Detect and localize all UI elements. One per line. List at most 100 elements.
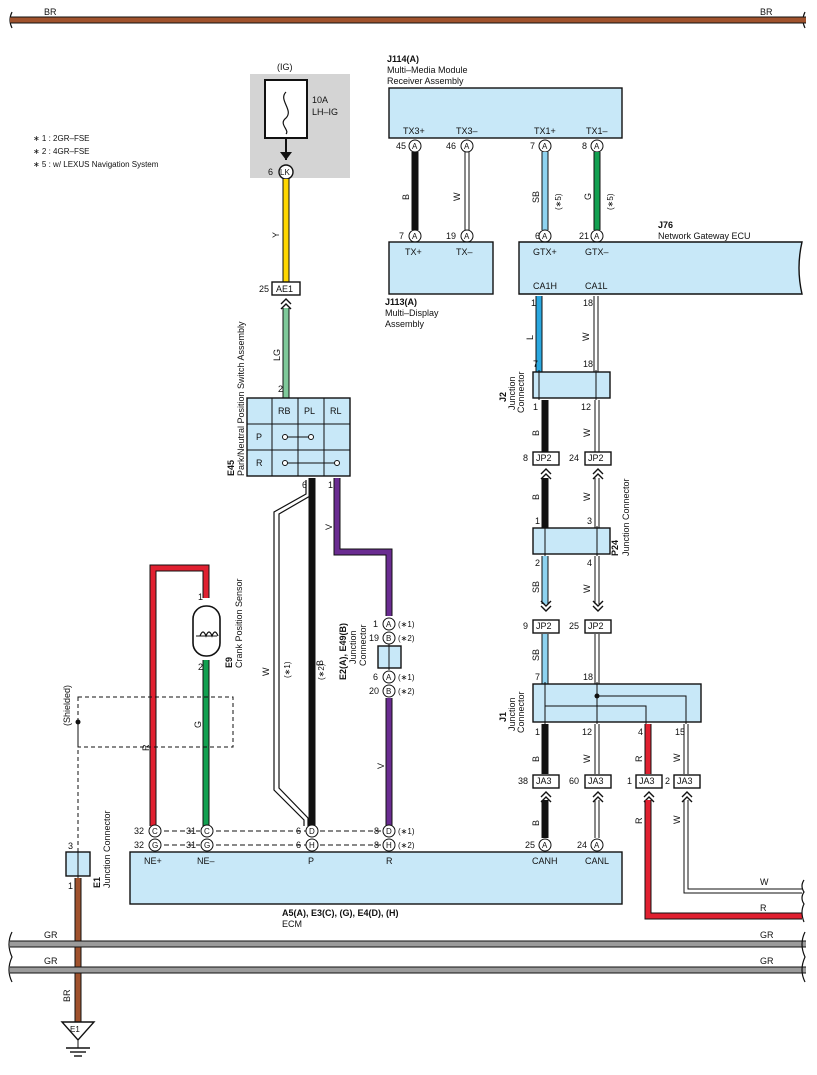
wire-w-j2-label: W <box>581 332 591 341</box>
j113-pin-19: 19 <box>446 231 456 241</box>
j114-term-tx1m: TX1– <box>586 126 608 136</box>
p24-pin-3: 3 <box>587 516 592 526</box>
wire-w-j1b <box>683 724 689 774</box>
jp2a-conn-24: JP2 <box>588 453 604 463</box>
wire-b-p24-label: B <box>531 494 541 500</box>
wire-w-tx3-label: W <box>452 192 462 201</box>
ecm-pins: 32 C 31 C 6 D 8 D (∗1) 32 G 31 G 6 H 8 H… <box>134 824 604 852</box>
e2-conn-19: B <box>386 634 391 643</box>
module-j76: J76 Network Gateway ECU 6 A 21 A GTX+ GT… <box>518 220 803 308</box>
ecm-term-nem: NE– <box>197 856 215 866</box>
gr2-left: GR <box>44 956 58 966</box>
wire-w-j1-top <box>594 634 600 684</box>
wire-w-p24-label: W <box>582 492 592 501</box>
wire-g-tx1-label: G <box>583 193 593 200</box>
e9-name: Crank Position Sensor <box>234 578 244 668</box>
wire-w-p24b-label: W <box>582 584 592 593</box>
ecm-code: A5(A), E3(C), (G), E4(D), (H) <box>282 908 399 918</box>
wire-b-tx3-label: B <box>401 194 411 200</box>
gr-buses: GR GR GR GR <box>8 930 806 983</box>
wire-r-exit-label: R <box>760 903 767 913</box>
wire-w-p: W (∗1) <box>261 480 311 826</box>
ecm-conn-24: A <box>594 841 600 850</box>
wire-v-top <box>333 478 393 616</box>
wire-w-ja3-label: W <box>672 815 682 824</box>
p24-code: P24 <box>610 540 620 556</box>
jp2b-conn-9: JP2 <box>536 621 552 631</box>
j1-pin-1: 1 <box>535 727 540 737</box>
ecm-term-p: P <box>308 856 314 866</box>
ecm-term-canl: CANL <box>585 856 609 866</box>
ecm-r1-pin-6: 6 <box>296 826 301 836</box>
wire-w-j2 <box>593 296 599 372</box>
e2-note-20: (∗2) <box>398 687 415 696</box>
wire-b-j2-label: B <box>531 430 541 436</box>
module-j114: J114(A) Multi–Media Module Receiver Asse… <box>387 54 623 153</box>
shielded-label: (Shielded) <box>62 685 72 726</box>
wire-w-p-label: W <box>261 667 271 676</box>
j76-conn-21: A <box>594 232 600 241</box>
j2-name2: Connector <box>516 371 526 413</box>
gr1-left: GR <box>44 930 58 940</box>
wire-w-exit-label: W <box>760 877 769 887</box>
ecm-term-canh: CANH <box>532 856 558 866</box>
j113-term-txm: TX– <box>456 247 473 257</box>
j114-term-tx1p: TX1+ <box>534 126 556 136</box>
ae1-pin: 25 <box>259 284 269 294</box>
e45-pin-1: 1 <box>328 480 333 490</box>
wire-r-ne-label: R <box>141 744 151 751</box>
j76-term-ca1h: CA1H <box>533 281 557 291</box>
j113-name2: Assembly <box>385 319 425 329</box>
wire-lg-label: LG <box>272 349 282 361</box>
ecm-r1-pin-32: 32 <box>134 826 144 836</box>
j2-code: J2 <box>498 392 508 402</box>
j114-pin-46: 46 <box>446 141 456 151</box>
p24-pin-2: 2 <box>535 558 540 568</box>
j1-name2: Connector <box>516 691 526 733</box>
wire-v-top-label: V <box>324 524 334 530</box>
fuse-lh-ig: (IG) 10A LH–IG 6 LK <box>250 62 350 180</box>
ecm-r2-conn-g1: G <box>152 841 158 850</box>
ja3-conn-1: JA3 <box>639 776 655 786</box>
sensor-e9: 1 2 E9 Crank Position Sensor R G <box>141 564 244 826</box>
ecm-r1-conn-c1: C <box>152 827 158 836</box>
wire-w-canl <box>594 800 600 838</box>
j114-conn-8: A <box>594 142 600 151</box>
j114-pin-45: 45 <box>396 141 406 151</box>
e45-row-r: R <box>256 458 263 468</box>
ecm-term-nep: NE+ <box>144 856 162 866</box>
e2-pin-20: 20 <box>369 686 379 696</box>
ecm-r2-conn-h2: H <box>386 841 392 850</box>
j76-term-gtxp: GTX+ <box>533 247 557 257</box>
j1-pin-4: 4 <box>638 727 643 737</box>
j113-conn-19: A <box>464 232 470 241</box>
junction-p24: 1 3 2 4 P24 Junction Connector <box>532 478 631 568</box>
ecm-r1-pin-8: 8 <box>374 826 379 836</box>
j114-pin-7: 7 <box>530 141 535 151</box>
e2-pin-19: 19 <box>369 633 379 643</box>
fuse-icon <box>282 91 289 135</box>
ecm-r2-conn-h1: H <box>309 841 315 850</box>
wire-r-ja3-label: R <box>634 817 644 824</box>
coil-icon <box>199 631 219 638</box>
connector-jp2-a: 8 JP2 24 JP2 <box>523 451 612 480</box>
wire-w-j2b <box>594 400 600 452</box>
note-2: ∗ 2 : 4GR–FSE <box>33 147 90 156</box>
j113-conn-7: A <box>412 232 418 241</box>
p24-name: Junction Connector <box>621 478 631 556</box>
connector-ae1: 25 AE1 <box>259 281 301 310</box>
e45-row-p: P <box>256 432 262 442</box>
ecm-r2-pin-31: 31 <box>186 840 196 850</box>
j2-pin-7: 7 <box>533 359 538 369</box>
notes: ∗ 1 : 2GR–FSE ∗ 2 : 4GR–FSE ∗ 5 : w/ LEX… <box>33 134 159 169</box>
fuse-conn: LK <box>280 168 290 177</box>
wire-br-e1-label: BR <box>62 989 72 1002</box>
gr2-right: GR <box>760 956 774 966</box>
e2-name2: Connector <box>358 624 368 666</box>
ecm-r2-pin-6: 6 <box>296 840 301 850</box>
ecm-r1-pin-31: 31 <box>186 826 196 836</box>
j114-code: J114(A) <box>387 54 419 64</box>
shield-box: (Shielded) <box>62 685 234 852</box>
wire-b-canh-label: B <box>531 820 541 826</box>
j114-conn-46: A <box>464 142 470 151</box>
